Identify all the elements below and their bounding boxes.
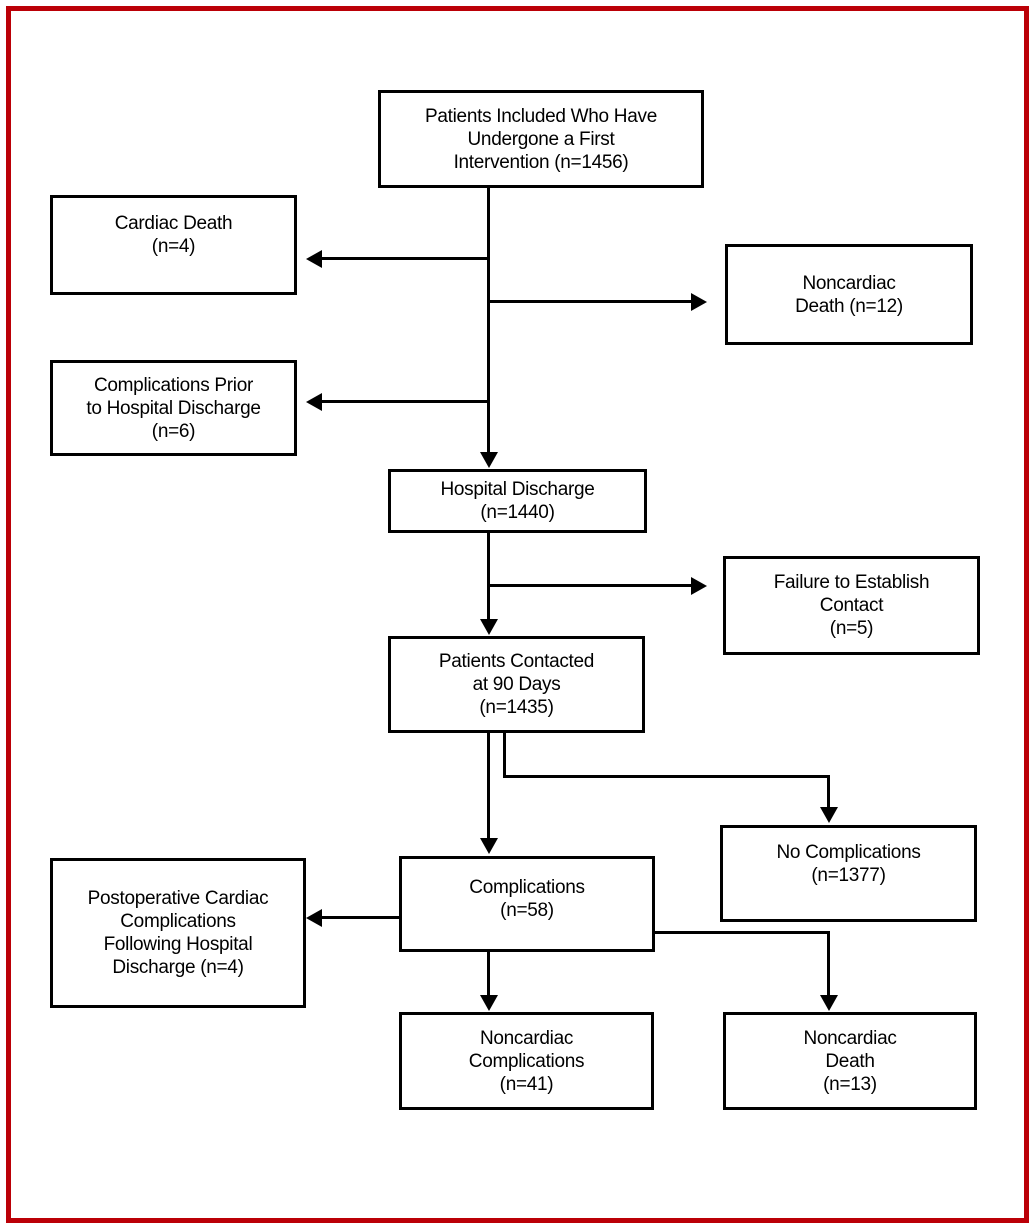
node-complications-prior-discharge: Complications Prior to Hospital Discharg… — [50, 360, 297, 456]
figure-border-frame — [6, 6, 1029, 1223]
node-hospital-discharge: Hospital Discharge (n=1440) — [388, 469, 647, 533]
edge-contacted-to-no-complications-line-drop — [827, 775, 830, 808]
node-complications: Complications (n=58) — [399, 856, 655, 952]
edge-complications-to-noncardiac-death-line-across — [655, 931, 830, 934]
edge-included-to-noncardiac-death-arrowhead-icon — [691, 293, 707, 311]
node-noncardiac-complications: Noncardiac Complications (n=41) — [399, 1012, 654, 1110]
edge-discharge-to-contacted-line — [487, 533, 490, 620]
edge-discharge-to-failure-contact-arrowhead-icon — [691, 577, 707, 595]
node-cardiac-death-pre-discharge: Cardiac Death (n=4) — [50, 195, 297, 295]
edge-complications-to-noncardiac-death-arrowhead-icon — [820, 995, 838, 1011]
edge-included-to-noncardiac-death-line — [490, 300, 691, 303]
edge-complications-to-noncardiac-complications-arrowhead-icon — [480, 995, 498, 1011]
edge-included-to-prior-complications-arrowhead-icon — [306, 393, 322, 411]
edge-contacted-to-complications-line — [487, 733, 490, 839]
edge-discharge-to-contacted-arrowhead-icon — [480, 619, 498, 635]
edge-contacted-to-no-complications-line-across — [503, 775, 830, 778]
node-failure-to-establish-contact: Failure to Establish Contact (n=5) — [723, 556, 980, 655]
edge-included-to-discharge-arrowhead-icon — [480, 452, 498, 468]
edge-contacted-to-complications-arrowhead-icon — [480, 838, 498, 854]
node-postoperative-cardiac-complications: Postoperative Cardiac Complications Foll… — [50, 858, 306, 1008]
node-noncardiac-death-post-discharge: Noncardiac Death (n=13) — [723, 1012, 977, 1110]
edge-contacted-to-no-complications-line-down — [503, 733, 506, 778]
node-noncardiac-death-pre-discharge: Noncardiac Death (n=12) — [725, 244, 973, 345]
edge-included-to-cardiac-death-arrowhead-icon — [306, 250, 322, 268]
edge-contacted-to-no-complications-arrowhead-icon — [820, 807, 838, 823]
edge-included-to-discharge-line — [487, 188, 490, 454]
edge-included-to-cardiac-death-line — [322, 257, 488, 260]
edge-complications-to-postop-line — [322, 916, 399, 919]
node-patients-contacted-90-days: Patients Contacted at 90 Days (n=1435) — [388, 636, 645, 733]
edge-complications-to-noncardiac-complications-line — [487, 952, 490, 996]
node-patients-included: Patients Included Who Have Undergone a F… — [378, 90, 704, 188]
edge-complications-to-postop-arrowhead-icon — [306, 909, 322, 927]
edge-included-to-prior-complications-line — [322, 400, 488, 403]
edge-complications-to-noncardiac-death-line-drop — [827, 931, 830, 996]
edge-discharge-to-failure-contact-line — [490, 584, 691, 587]
node-no-complications: No Complications (n=1377) — [720, 825, 977, 922]
